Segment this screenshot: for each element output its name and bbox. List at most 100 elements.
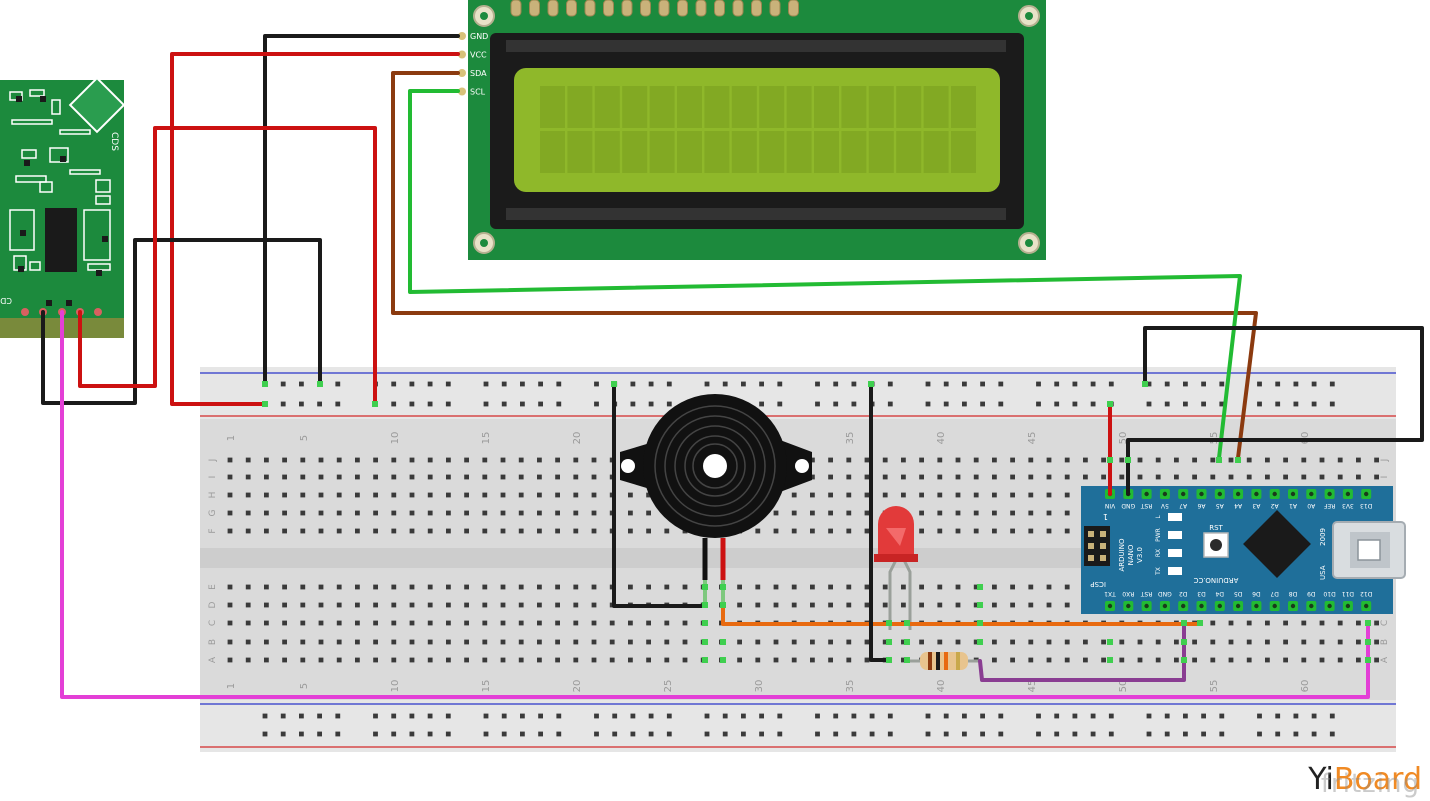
breadboard-hole (591, 510, 597, 516)
rail-hole (833, 731, 839, 737)
breadboard-hole (1137, 657, 1143, 663)
rail-hole (427, 731, 433, 737)
breadboard-hole (573, 602, 579, 608)
connected-hole (1107, 657, 1113, 663)
breadboard-hole (1192, 474, 1197, 480)
column-number-bottom: 25 (663, 680, 674, 693)
nano-pin-hole (1162, 491, 1168, 497)
breadboard-hole (446, 602, 451, 608)
breadboard-hole (1083, 474, 1088, 480)
breadboard-hole (919, 510, 924, 516)
breadboard-hole (810, 492, 815, 498)
breadboard-hole (427, 584, 433, 590)
rail-hole (409, 381, 415, 387)
row-letter-right: A (1380, 656, 1390, 663)
top-power-rail (200, 367, 1396, 419)
nano-pin-label-top: 3V3 (1342, 502, 1354, 509)
breadboard-hole (373, 528, 378, 534)
breadboard-hole (810, 528, 815, 534)
breadboard-hole (791, 584, 797, 590)
breadboard-hole (773, 639, 779, 645)
breadboard-hole (992, 474, 997, 480)
breadboard-hole (1119, 657, 1125, 663)
breadboard-hole (1228, 457, 1234, 463)
rail-hole (887, 401, 893, 407)
breadboard-hole (573, 584, 579, 590)
breadboard-hole (500, 528, 506, 534)
column-number-bottom: 1 (226, 683, 237, 689)
breadboard-hole (901, 492, 906, 498)
nano-pin-hole (1144, 491, 1149, 497)
breadboard-hole (937, 584, 943, 590)
connected-hole (317, 381, 323, 387)
rail-hole (1072, 401, 1078, 407)
nano-pin-label-top: A0 (1307, 502, 1315, 509)
lcd-header-pin (603, 0, 614, 17)
connected-hole (1107, 639, 1113, 645)
nano-pin-label-top: A4 (1234, 502, 1242, 509)
nano-icsp-label: ICSP (1090, 580, 1106, 588)
breadboard-hole (537, 602, 542, 608)
breadboard-hole (1064, 474, 1070, 480)
lcd-cell (540, 131, 565, 173)
breadboard-hole (846, 492, 852, 498)
breadboard-hole (628, 492, 633, 498)
rail-hole (1201, 381, 1206, 387)
breadboard-hole (537, 528, 542, 534)
lcd-header-pin (751, 0, 762, 17)
breadboard-hole (682, 657, 688, 663)
column-number-bottom: 15 (481, 680, 492, 693)
rail-hole (1201, 731, 1206, 737)
breadboard-hole (500, 457, 506, 463)
rail-hole (704, 731, 710, 737)
breadboard-hole (682, 620, 688, 626)
breadboard-hole (1337, 639, 1343, 645)
lcd-cell (677, 131, 702, 173)
breadboard-hole (318, 639, 324, 645)
column-number-top: 20 (572, 432, 583, 445)
rail-hole (887, 713, 893, 719)
breadboard-hole (937, 457, 943, 463)
rail-hole (998, 713, 1004, 719)
breadboard-hole (446, 639, 451, 645)
breadboard-hole (391, 620, 397, 626)
lcd-header-pin (566, 0, 577, 17)
breadboard-hole (373, 602, 378, 608)
breadboard-hole (573, 457, 579, 463)
breadboard-hole (1246, 657, 1252, 663)
lcd-cell (704, 131, 730, 173)
breadboard-hole (282, 584, 287, 590)
breadboard-hole (1301, 639, 1307, 645)
nano-pin-label-top: RST (1140, 502, 1152, 509)
breadboard-hole (427, 620, 433, 626)
rail-hole (666, 713, 672, 719)
rail-hole (759, 731, 764, 737)
breadboard-hole (846, 510, 852, 516)
breadboard-hole (1246, 474, 1252, 480)
connected-hole (904, 657, 910, 663)
breadboard-hole (318, 510, 324, 516)
column-number-bottom: 10 (390, 680, 401, 693)
sensor-pin-pad (94, 308, 102, 316)
breadboard-hole (1356, 620, 1361, 626)
nano-pin-hole (1272, 603, 1277, 609)
lcd-pin-pad (458, 87, 466, 96)
breadboard-hole (937, 492, 943, 498)
breadboard-hole (427, 602, 433, 608)
lcd-header-pin (788, 0, 799, 17)
breadboard-hole (573, 657, 579, 663)
breadboard-hole (318, 492, 324, 498)
lcd-pin-pad (458, 69, 466, 77)
breadboard-hole (846, 602, 852, 608)
connected-hole (1365, 657, 1371, 663)
breadboard-hole (409, 657, 415, 663)
breadboard-hole (1265, 657, 1270, 663)
sensor-trace (9, 209, 35, 251)
breadboard-hole (1083, 457, 1088, 463)
rail-hole (1108, 713, 1114, 719)
lcd-cell (923, 131, 949, 173)
rail-hole (501, 713, 507, 719)
breadboard-hole (955, 639, 961, 645)
breadboard-hole (864, 657, 870, 663)
